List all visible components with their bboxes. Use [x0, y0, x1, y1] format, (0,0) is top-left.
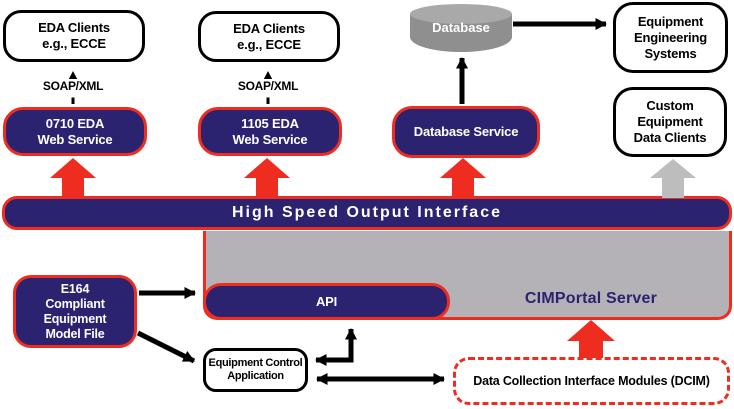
hsoi-label: High Speed Output Interface [231, 204, 502, 221]
api-label: API [315, 293, 338, 309]
cedc-line3: Data Clients [633, 130, 707, 145]
ws2-line1: 1105 EDA [241, 115, 299, 131]
ees-line1: Equipment [637, 13, 704, 29]
arrow-e164-to-eca [136, 330, 196, 364]
api-box: API [203, 283, 450, 320]
web-service-0710-box: 0710 EDA Web Service [3, 107, 147, 156]
ws1-line2: Web Service [37, 131, 113, 147]
database-cylinder: Database [410, 4, 512, 52]
eda-clients-2-line1: EDA Clients [233, 20, 305, 36]
cedc-line2: Equipment [637, 114, 703, 129]
red-arrow-to-database-service [440, 158, 486, 198]
ees-line3: Systems [644, 45, 697, 61]
database-cylinder-top [410, 4, 512, 24]
eca-line1: Equipment Control [208, 356, 303, 369]
ws2-line2: Web Service [232, 131, 308, 147]
dcim-box: Data Collection Interface Modules (DCIM) [453, 357, 730, 405]
red-arrow-to-web-service-1105 [244, 158, 290, 198]
database-service-box: Database Service [392, 106, 540, 158]
e164-line3: Equipment [43, 311, 107, 326]
database-label: Database [432, 20, 490, 35]
eda-clients-1-line1: EDA Clients [38, 20, 110, 35]
e164-line2: Compliant [45, 296, 105, 311]
red-arrow-dcim-to-cimportal [567, 320, 615, 358]
ws1-line1: 0710 EDA [45, 115, 105, 131]
dcim-label: Data Collection Interface Modules (DCIM) [473, 374, 710, 388]
cedc-line1: Custom [646, 98, 694, 113]
soap-xml-label-1: SOAP/XML [33, 79, 113, 93]
web-service-1105-box: 1105 EDA Web Service [198, 107, 342, 156]
ees-line2: Engineering [634, 29, 707, 45]
eda-clients-1-line2: e.g., ECCE [42, 36, 106, 51]
e164-model-file-box: E164 Compliant Equipment Model File [13, 275, 137, 348]
equipment-engineering-systems-box: Equipment Engineering Systems [613, 2, 728, 73]
eda-clients-box-2: EDA Clients e.g., ECCE [198, 11, 340, 62]
gray-arrow-to-custom-clients [650, 159, 696, 198]
soap-xml-label-2: SOAP/XML [228, 79, 308, 93]
cimportal-server-label: CIMPortal Server [524, 290, 658, 307]
red-arrow-to-web-service-0710 [50, 158, 96, 198]
eda-clients-2-line2: e.g., ECCE [237, 36, 301, 52]
custom-equipment-data-clients-box: Custom Equipment Data Clients [613, 87, 727, 157]
high-speed-output-interface-bar: High Speed Output Interface [2, 196, 732, 230]
eda-clients-box-1: EDA Clients e.g., ECCE [3, 10, 145, 62]
e164-line1: E164 [60, 281, 90, 296]
e164-line4: Model File [45, 326, 105, 341]
eca-line2: Application [227, 370, 284, 382]
equipment-control-application-box: Equipment Control Application [203, 348, 308, 392]
arrow-api-eca-bidirectional [315, 328, 357, 366]
database-service-label: Database Service [413, 124, 519, 139]
